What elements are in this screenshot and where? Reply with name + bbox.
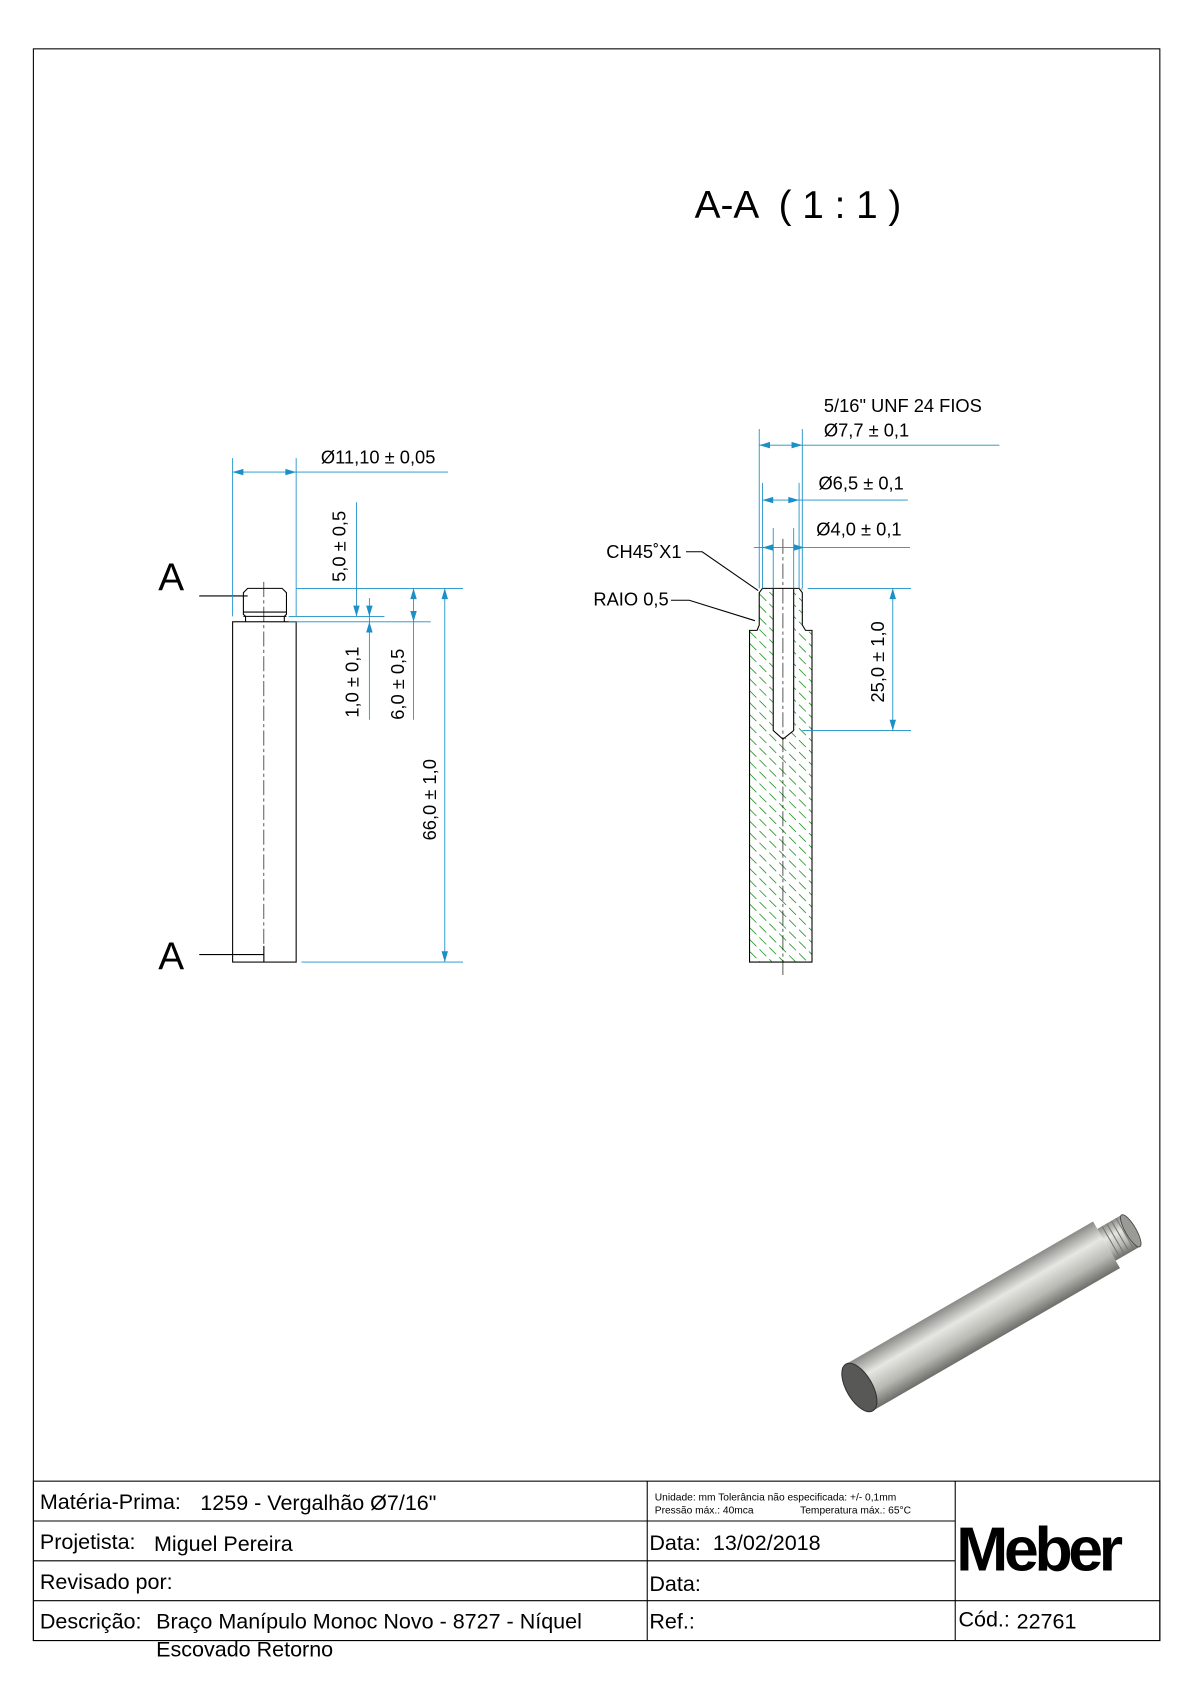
data-value: 13/02/2018 <box>713 1531 821 1555</box>
hatch-line <box>749 737 812 801</box>
hatch-line <box>749 939 812 963</box>
dim-diameter: Ø11,10 ± 0,05 <box>321 446 435 467</box>
info-line1: Unidade: mm Tolerância não especificada:… <box>655 1493 897 1504</box>
hatch-line <box>750 1011 812 1073</box>
data2-label: Data: <box>649 1572 700 1596</box>
chamfer-note: CH45˚X1 <box>606 541 681 562</box>
hatch-line <box>749 868 812 932</box>
hatch-line <box>749 761 812 825</box>
hatch-line <box>749 903 812 963</box>
ref-label: Ref.: <box>649 1610 694 1634</box>
rod-body <box>232 621 297 963</box>
hatch-line <box>749 844 812 908</box>
hatch-line <box>749 588 812 612</box>
dim-head-length: 5,0 ± 0,5 <box>329 511 350 582</box>
hatch-line <box>749 891 812 955</box>
section-marker-bottom: A <box>158 936 184 979</box>
materia-value: 1259 - Vergalhão Ø7/16" <box>200 1491 436 1515</box>
meber-logo: Meber <box>956 1515 1122 1585</box>
dim-shoulder: 6,0 ± 0,5 <box>387 649 408 720</box>
hatch-line <box>750 987 812 1049</box>
hatch-line <box>749 714 812 778</box>
hatch-line <box>749 785 812 849</box>
cod-value: 22761 <box>1017 1610 1077 1634</box>
hatch-line <box>750 241 812 303</box>
hatch-line <box>749 856 812 920</box>
hatch-line <box>750 371 812 433</box>
hatch-line <box>750 335 812 397</box>
dim-bore-depth: 25,0 ± 1,0 <box>867 621 888 702</box>
projetista-value: Miguel Pereira <box>154 1532 293 1556</box>
radius-note: RAIO 0,5 <box>593 589 668 610</box>
hatch-line <box>750 323 812 385</box>
revisado-label: Revisado por: <box>40 1570 173 1594</box>
sheet-border <box>32 48 1161 1642</box>
materia-label: Matéria-Prima: <box>40 1490 181 1514</box>
descricao-line1: Braço Manípulo Monoc Novo - 8727 - Níque… <box>156 1610 582 1634</box>
hatch-line <box>750 288 812 350</box>
dim-groove-diameter: Ø6,5 ± 0,1 <box>818 472 903 493</box>
section-marker-top: A <box>158 557 184 600</box>
data-label: Data: <box>649 1531 700 1555</box>
section-hatch <box>749 229 812 1073</box>
section-view: 5/16" UNF 24 FIOS Ø7,7 ± 0,1 Ø6,5 ± 0,1 … <box>593 229 1000 1073</box>
dim-total-length: 66,0 ± 1,0 <box>419 759 440 840</box>
hatch-line <box>750 312 812 374</box>
descricao-line2: Escovado Retorno <box>156 1638 333 1662</box>
hatch-line <box>749 879 812 943</box>
hatch-line <box>749 588 812 600</box>
hatch-line <box>749 749 812 813</box>
title-block: Matéria-Prima: 1259 - Vergalhão Ø7/16" U… <box>32 1480 1161 1662</box>
hatch-line <box>750 229 812 291</box>
hatch-line <box>749 832 812 896</box>
hatch-line <box>750 276 812 338</box>
hatch-line <box>750 359 812 421</box>
projetista-label: Projetista: <box>40 1530 136 1554</box>
dim-groove: 1,0 ± 0,1 <box>342 647 363 718</box>
side-view: A A Ø11,10 ± 0,05 5,0 ± 0,5 1,0 ± 0,1 6,… <box>158 446 464 979</box>
hatch-line <box>750 264 812 326</box>
cod-label: Cód.: <box>958 1608 1009 1632</box>
info-pressao: Pressão máx.: 40mca <box>655 1505 754 1516</box>
hatch-line <box>750 347 812 409</box>
descricao-label: Descrição: <box>40 1610 142 1634</box>
hatch-line <box>749 797 812 861</box>
hatch-line <box>750 300 812 362</box>
view-title: A-A ( 1 : 1 ) <box>695 184 902 227</box>
hatch-line <box>749 915 812 963</box>
hatch-line <box>749 725 812 789</box>
dim-thread-diameter: Ø7,7 ± 0,1 <box>824 420 909 441</box>
hatch-line <box>750 975 812 1037</box>
info-temp: Temperatura máx.: 65°C <box>800 1505 911 1516</box>
hatch-line <box>749 773 812 837</box>
hatch-line <box>749 927 812 963</box>
hatch-line <box>749 820 812 884</box>
hatch-line <box>750 252 812 314</box>
thread-spec: 5/16" UNF 24 FIOS <box>824 395 982 416</box>
rod-thread-head <box>242 587 287 622</box>
hatch-line <box>750 999 812 1061</box>
part-3d-render <box>841 1214 1142 1413</box>
hatch-line <box>749 808 812 872</box>
dim-bore-diameter: Ø4,0 ± 0,1 <box>816 519 901 540</box>
hatch-line <box>750 963 812 1025</box>
